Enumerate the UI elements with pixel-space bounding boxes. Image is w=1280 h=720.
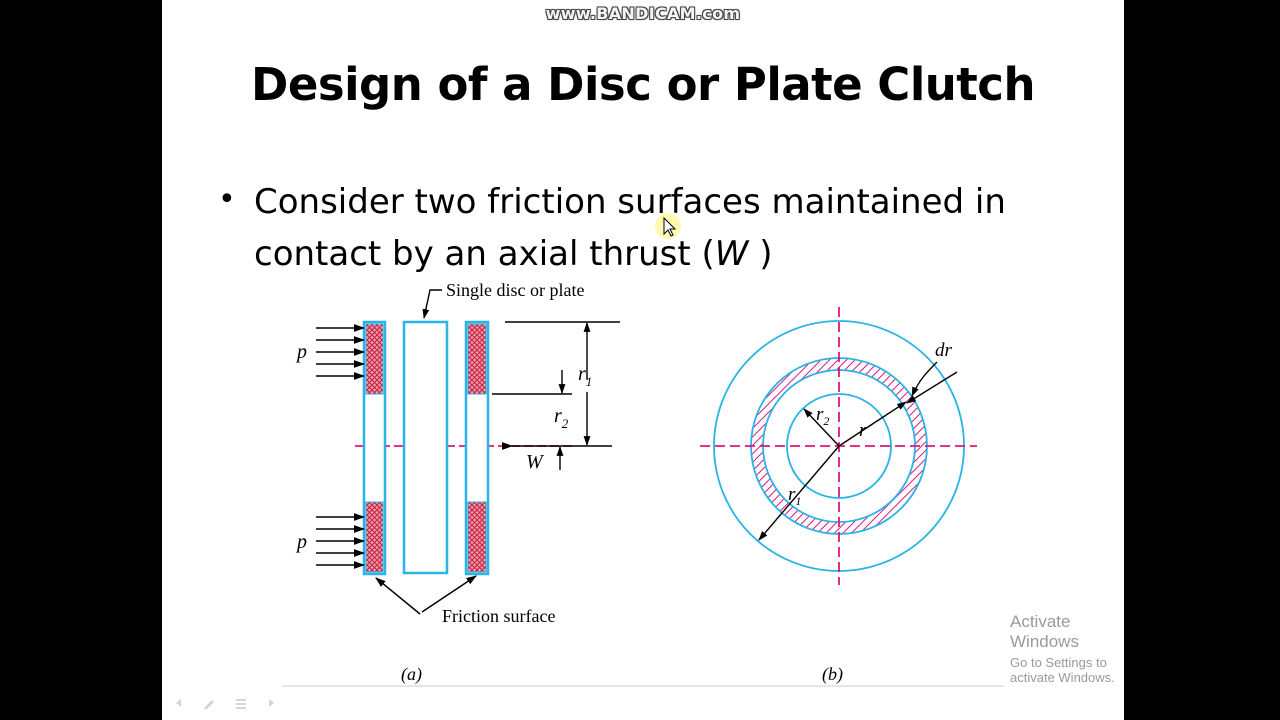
dr-arrow-in — [906, 371, 958, 404]
radius-r1-arrow — [758, 445, 840, 541]
annular-ring-dr — [751, 358, 927, 534]
label-friction-surface: Friction surface — [442, 606, 555, 626]
label-p-bottom: p — [295, 531, 307, 553]
single-disc-leader — [422, 289, 442, 319]
single-disc — [402, 320, 449, 575]
caption-b: (b) — [822, 664, 843, 685]
radius-r2-arrow — [803, 408, 840, 447]
left-friction-pad-top — [365, 323, 384, 395]
pen-icon[interactable] — [202, 696, 216, 710]
activate-windows-title: Activate Windows — [1010, 612, 1079, 651]
label-single-disc: Single disc or plate — [446, 280, 584, 300]
right-friction-pad-bottom — [467, 501, 487, 573]
left-friction-pad-bottom — [365, 501, 384, 573]
clutch-figure: p p Single disc or plate r1 r2 W Frictio… — [282, 213, 1004, 687]
caption-a: (a) — [401, 664, 422, 685]
label-W: W — [526, 451, 545, 473]
next-slide-icon[interactable] — [264, 696, 278, 710]
pressure-arrows-top — [316, 324, 366, 380]
figure-b-front-view: dr r r2 r1 (b) — [700, 307, 977, 685]
activate-windows-subtitle: Go to Settings to activate Windows. — [1010, 655, 1115, 685]
pressure-arrows-bottom — [316, 513, 366, 569]
label-dr: dr — [935, 340, 953, 361]
right-friction-pad-top — [467, 323, 487, 395]
friction-leader-left — [375, 577, 421, 615]
bullet-icon: • — [218, 182, 236, 217]
inner-circle-r2 — [786, 393, 892, 499]
slide: www.BANDICAM.com Design of a Disc or Pla… — [162, 0, 1124, 720]
recording-watermark: www.BANDICAM.com — [545, 4, 741, 23]
label-r: r — [859, 420, 867, 441]
activate-windows-notice: Activate Windows Go to Settings to activ… — [1010, 612, 1124, 685]
label-r2: r2 — [554, 405, 569, 431]
figure-a-side-view: p p Single disc or plate r1 r2 W Frictio… — [295, 280, 620, 685]
label-p-top: p — [295, 341, 307, 363]
friction-leader-right — [421, 575, 477, 613]
label-b-r2: r2 — [816, 404, 829, 428]
label-r1: r1 — [578, 363, 592, 389]
label-b-r1: r1 — [788, 484, 801, 508]
bullet-end: ) — [748, 234, 773, 274]
dr-leader — [911, 361, 938, 397]
bullet-point: Consider two friction surfaces maintaine… — [254, 176, 1054, 280]
bullet-text: Consider two friction surfaces maintaine… — [254, 182, 1006, 274]
mouse-cursor-icon — [655, 213, 681, 239]
bullet-italic: W — [714, 234, 749, 274]
radius-r-arrow — [838, 401, 907, 447]
slide-title: Design of a Disc or Plate Clutch — [250, 58, 1036, 111]
prev-slide-icon[interactable] — [172, 696, 186, 710]
slides-menu-icon[interactable] — [234, 696, 248, 710]
